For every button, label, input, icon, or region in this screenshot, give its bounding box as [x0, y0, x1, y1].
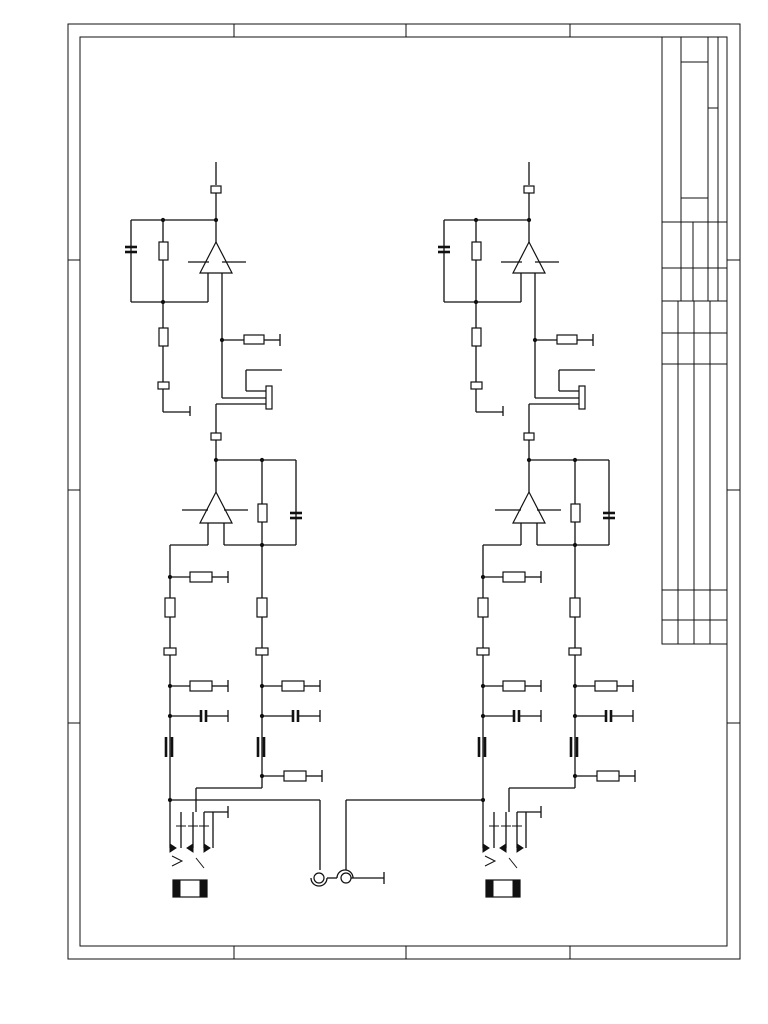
zone-marks [68, 24, 740, 959]
input-jack-right [345, 797, 542, 898]
resistor-shunt-a-right [502, 680, 526, 692]
potentiometer-volume [265, 385, 273, 410]
output-stage-right [438, 162, 595, 492]
resistor-shunt-a [189, 680, 213, 692]
resistor-shunt-b [281, 680, 305, 692]
resistor-input-b [256, 597, 268, 618]
op-amp-preamp [199, 490, 233, 524]
inner-border [79, 36, 728, 947]
resistor-bias [243, 334, 265, 345]
op-amp-output [199, 240, 233, 274]
resistor-gain [158, 327, 169, 347]
op-amp-preamp-right [512, 490, 546, 524]
input-network [163, 597, 323, 812]
resistor-input-load-right [596, 770, 620, 782]
resistor-feedback [158, 241, 169, 261]
resistor-input-a [164, 597, 176, 618]
capacitor-output-right [523, 185, 535, 194]
input-network-right [476, 597, 636, 812]
capacitor-coupling-right [523, 432, 535, 441]
capacitor-gain-right [470, 381, 483, 390]
resistor-shunt-b-right [594, 680, 618, 692]
resistor-input-a-right [477, 597, 489, 618]
capacitor-output [210, 185, 222, 194]
output-stage [125, 162, 282, 492]
channel-right [345, 162, 636, 898]
op-amp-output-right [512, 240, 546, 274]
resistor-feedback-right [471, 241, 482, 261]
resistor-bias-right [556, 334, 578, 345]
title-block [661, 36, 728, 645]
resistor-input-bias [189, 571, 213, 583]
resistor-gain-right [471, 327, 482, 347]
capacitor-input-b-right [568, 647, 582, 656]
preamp-stage [167, 457, 302, 598]
channel-left [125, 162, 323, 898]
potentiometer-volume-right [578, 385, 586, 410]
shared-connector [310, 869, 385, 887]
capacitor-input-a-right [476, 647, 490, 656]
capacitor-coupling [210, 432, 222, 441]
capacitor-gain [157, 381, 170, 390]
preamp-stage-right [480, 457, 615, 598]
resistor-preamp-feedback [257, 503, 268, 523]
drawing-frame [67, 23, 741, 960]
capacitor-input-b [255, 647, 269, 656]
input-jack [167, 797, 321, 898]
resistor-input-bias-right [502, 571, 526, 583]
resistor-input-b-right [569, 597, 581, 618]
outer-border [67, 23, 741, 960]
resistor-input-load [283, 770, 307, 782]
resistor-preamp-feedback-right [570, 503, 581, 523]
capacitor-input-a [163, 647, 177, 656]
